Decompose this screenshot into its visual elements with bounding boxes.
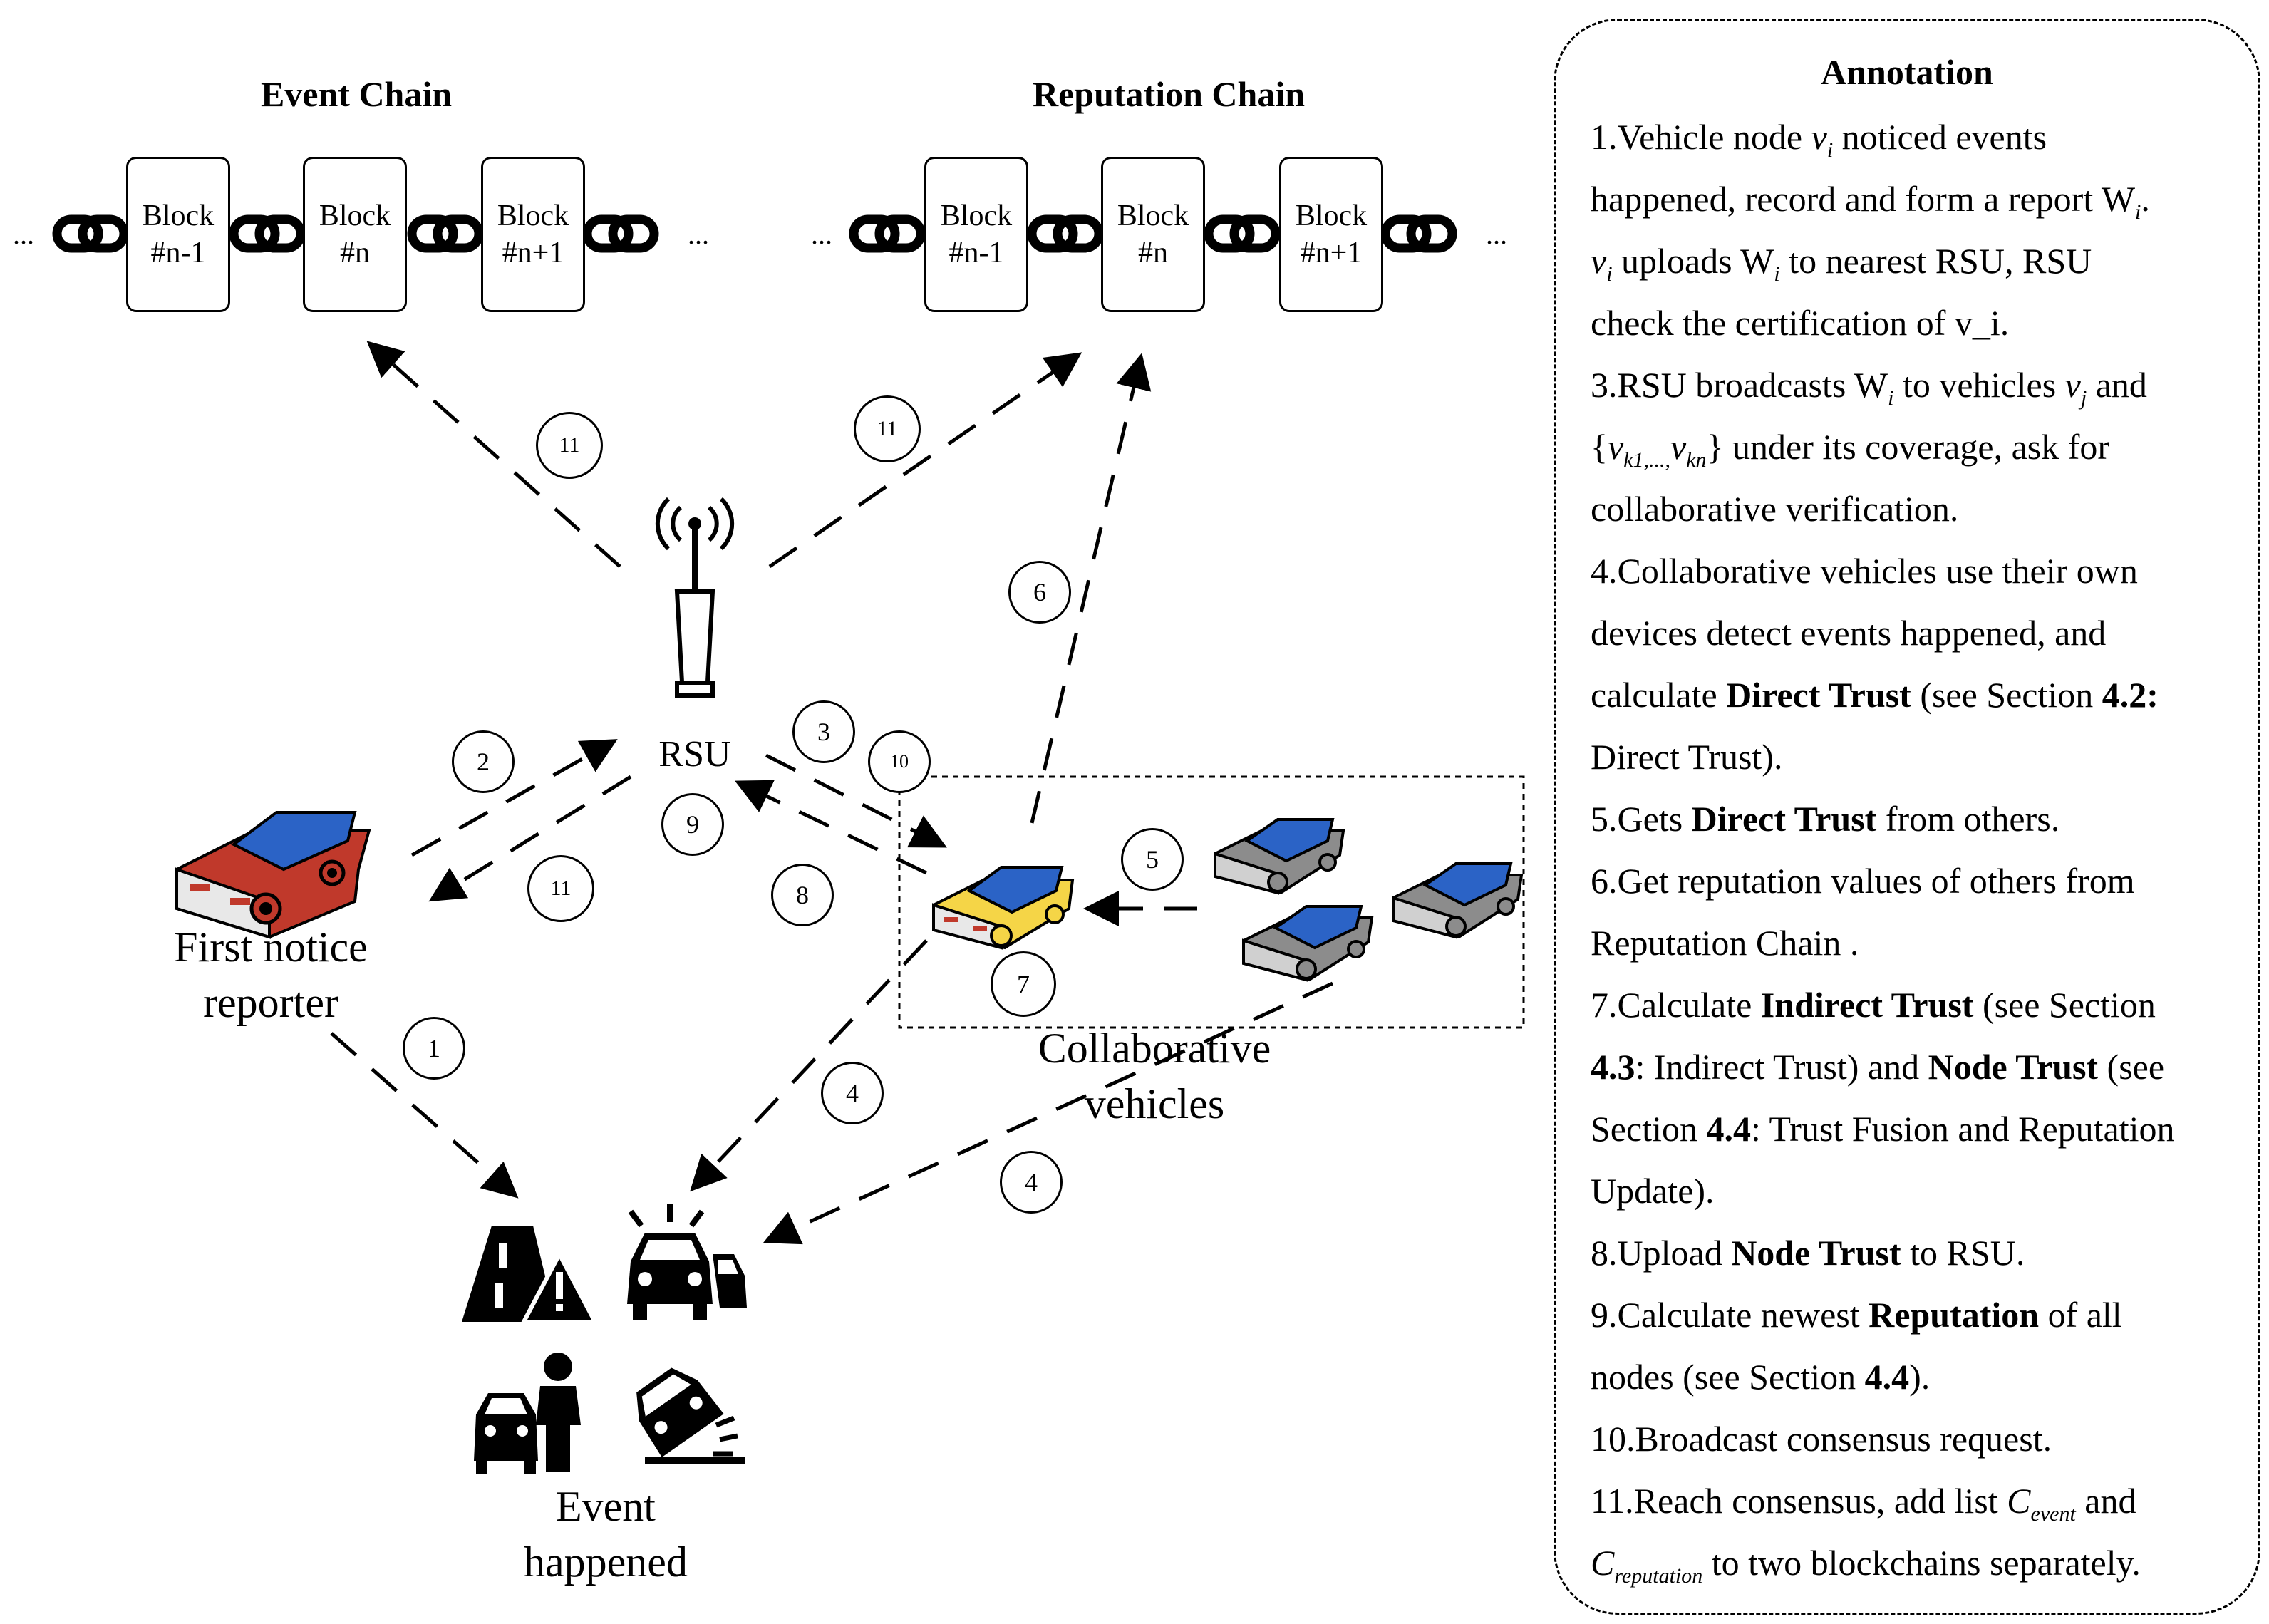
event-label: Event happened [524,1483,688,1586]
chain-link-icon [57,219,124,248]
event-block-number: #n [340,237,370,269]
arrow-1 [330,1032,519,1199]
annotation-line: 7.Calculate Indirect Trust (see Section [1591,985,2156,1025]
reputation-block-label: Block [1117,200,1189,232]
step-badge: 9 [661,793,724,856]
annotation-line: 1.Vehicle node vi noticed events [1591,117,2047,162]
chain-link-icon [1209,219,1276,248]
car-icon [1242,905,1374,982]
annotation-panel [1554,19,2260,1615]
car-icon [175,811,371,939]
annotation-line: Reputation Chain . [1591,923,1859,963]
car-icon [932,866,1075,950]
reputation-chain-ellipsis-right: ... [1486,218,1507,250]
arrow-11-reporter [428,775,632,902]
annotation-line: nodes (see Section 4.4). [1591,1357,1931,1397]
annotation-line: check the certification of v_i. [1591,303,2010,343]
arrow-2 [410,739,618,857]
annotation-line: 6.Get reputation values of others from [1591,861,2135,901]
annotation-line: Update). [1591,1171,1715,1211]
annotation-line: Section 4.4: Trust Fusion and Reputation [1591,1109,2175,1149]
annotation-line: 9.Calculate newest Reputation of all [1591,1295,2122,1335]
arrow-3 [765,753,947,848]
step-badge: 5 [1121,828,1184,891]
flow-arrows [330,341,1334,1245]
road-warning-icon [462,1226,599,1324]
reputation-block-label: Block [1295,200,1368,232]
collaborative-label: Collaborative vehicles [1038,1025,1271,1127]
reputation-block: Block #n [1101,157,1205,312]
reputation-block-number: #n+1 [1300,237,1363,269]
annotation-title: Annotation [1821,52,1993,92]
step-badge: 10 [868,730,931,793]
step-badge: 8 [771,864,834,926]
car-crash-icon [627,1204,747,1320]
event-block-label: Block [497,200,569,232]
chain-link-icon [587,219,654,248]
annotation-line: Direct Trust). [1591,737,1783,777]
reputation-chain-title: Reputation Chain [1032,74,1306,114]
step-badge: 6 [1008,561,1071,624]
annotation-line: 11.Reach consensus, add list Cevent and [1591,1481,2136,1526]
reputation-chain-ellipsis-left: ... [811,218,832,250]
event-block-label: Block [319,200,391,232]
person-car-icon [474,1353,581,1474]
reporter-label: First notice reporter [174,924,368,1026]
annotation-line: Creputation to two blockchains separatel… [1591,1543,2141,1588]
annotation-line: 8.Upload Node Trust to RSU. [1591,1233,2025,1273]
reputation-block: Block #n-1 [924,157,1028,312]
collaborative-group-box [898,775,1525,1029]
event-block-number: #n-1 [150,237,206,269]
arrow-4-right [763,981,1334,1245]
event-block-number: #n+1 [502,237,564,269]
chain-link-icon [234,219,301,248]
event-block: Block #n+1 [481,157,585,312]
event-block: Block #n-1 [126,157,230,312]
annotation-line: calculate Direct Trust (see Section 4.2: [1591,675,2159,715]
reputation-block-label: Block [940,200,1013,232]
annotation-line: {vk1,...,vkn} under its coverage, ask fo… [1591,427,2110,472]
diagram-canvas [0,0,1525,1474]
car-icon [1214,818,1345,895]
step-badge: 4 [1000,1151,1063,1214]
step-badge: 11 [527,855,594,922]
reputation-block-number: #n-1 [949,237,1004,269]
car-rollover-icon [636,1367,745,1464]
chain-link-icon [854,219,921,248]
chain-link-icon [412,219,479,248]
chain-link-icon [1032,219,1099,248]
rsu-label: RSU [658,734,731,775]
event-chain-ellipsis-left: ... [13,218,34,250]
step-badge: 4 [821,1062,884,1124]
chain-link-icon [1385,219,1452,248]
event-chain-title: Event Chain [260,74,453,114]
step-badge: 2 [452,730,515,793]
step-badge: 7 [991,951,1056,1017]
annotation-line: vi uploads Wi to nearest RSU, RSU [1591,241,2092,286]
event-block: Block #n [303,157,407,312]
annotation-line: collaborative verification. [1591,489,1959,529]
arrow-4-left [690,939,928,1192]
annotation-line: 5.Gets Direct Trust from others. [1591,799,2060,839]
arrow-11-reputation-chain [768,352,1082,569]
event-block-label: Block [142,200,215,232]
annotation-line: 10.Broadcast consensus request. [1591,1419,2052,1459]
arrow-11-event-chain [366,341,621,568]
event-chain-ellipsis-right: ... [688,218,709,250]
reputation-block: Block #n+1 [1279,157,1383,312]
annotation-line: 4.Collaborative vehicles use their own [1591,551,2138,591]
arrow-8 [734,780,928,875]
antenna-icon [655,497,735,698]
annotation-line: happened, record and form a report Wi. [1591,179,2150,224]
step-badge: 1 [403,1017,465,1080]
annotation-line: 4.3: Indirect Trust) and Node Trust (see [1591,1047,2165,1087]
car-icon [1392,862,1524,939]
annotation-line: 3.RSU broadcasts Wi to vehicles vj and [1591,365,2147,410]
step-badge: 11 [536,412,603,479]
step-badge: 3 [792,700,855,763]
reputation-block-number: #n [1138,237,1168,269]
annotation-line: devices detect events happened, and [1591,613,2107,653]
step-badge: 11 [854,395,921,462]
arrow-6 [1030,353,1152,824]
